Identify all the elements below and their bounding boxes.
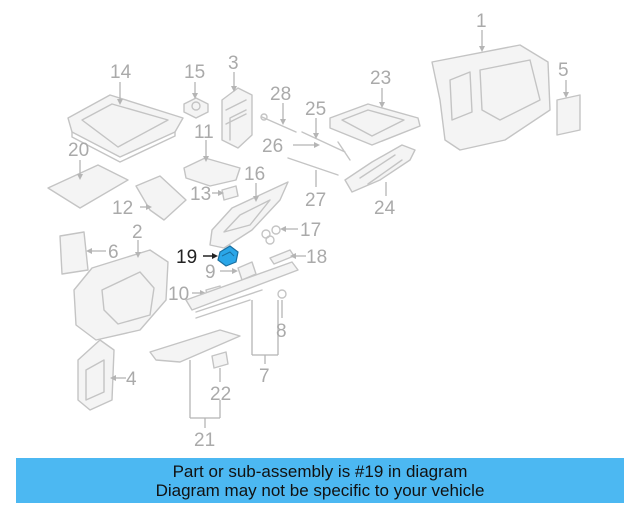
part-23-tool-tray[interactable] xyxy=(329,103,421,146)
part-11-bracket[interactable] xyxy=(183,157,241,187)
part-25-wrench[interactable] xyxy=(301,131,351,161)
callout-27: 27 xyxy=(305,190,326,211)
callout-7: 7 xyxy=(259,366,270,387)
part-4-storage-bin[interactable] xyxy=(77,339,115,411)
part-12-panel[interactable] xyxy=(135,175,187,221)
part-8-pin[interactable] xyxy=(277,289,287,299)
callout-1: 1 xyxy=(476,11,487,32)
part-16-trim-panel[interactable] xyxy=(209,181,289,249)
callout-5: 5 xyxy=(558,60,569,81)
callout-17: 17 xyxy=(300,220,321,241)
part-2-left-quarter-panel[interactable] xyxy=(73,249,169,341)
callout-10: 10 xyxy=(168,284,189,305)
callout-19: 19 xyxy=(176,247,197,268)
callout-25: 25 xyxy=(305,99,326,120)
part-3-support[interactable] xyxy=(221,87,253,149)
callout-28: 28 xyxy=(270,84,291,105)
callout-23: 23 xyxy=(370,68,391,89)
callout-15: 15 xyxy=(184,62,205,83)
part-20-mat[interactable] xyxy=(47,164,129,209)
part-5-cover[interactable] xyxy=(556,94,581,136)
part-17-fasteners[interactable] xyxy=(261,225,281,245)
callout-12: 12 xyxy=(112,198,133,219)
part-6-cover[interactable] xyxy=(59,231,89,275)
callout-14: 14 xyxy=(110,62,132,83)
callout-26: 26 xyxy=(262,136,283,157)
part-13-clip[interactable] xyxy=(221,185,239,201)
part-21-lower-panel[interactable] xyxy=(149,329,241,363)
part-7-sill-plate[interactable] xyxy=(185,261,299,319)
part-15-bracket[interactable] xyxy=(183,97,209,119)
part-19-highlighted[interactable] xyxy=(217,245,239,267)
callout-16: 16 xyxy=(244,164,265,185)
callout-18: 18 xyxy=(306,247,327,268)
part-24-jack[interactable] xyxy=(344,144,416,193)
info-banner: Part or sub-assembly is #19 in diagram D… xyxy=(16,458,624,503)
callout-13: 13 xyxy=(190,184,211,205)
callout-24: 24 xyxy=(374,198,396,219)
callout-4: 4 xyxy=(126,369,137,390)
part-28-rod[interactable] xyxy=(260,113,297,133)
part-22-clip[interactable] xyxy=(211,351,229,369)
callout-6: 6 xyxy=(108,242,119,263)
callout-9: 9 xyxy=(205,262,216,283)
callout-2: 2 xyxy=(132,222,143,243)
callout-3: 3 xyxy=(228,53,239,74)
part-27-handle[interactable] xyxy=(287,157,339,176)
callout-21: 21 xyxy=(194,430,215,451)
part-14-cargo-floor[interactable] xyxy=(67,94,184,163)
callout-22: 22 xyxy=(210,384,231,405)
callout-8: 8 xyxy=(276,321,287,342)
callout-11: 11 xyxy=(194,122,214,143)
part-1-quarter-panel[interactable] xyxy=(431,44,551,151)
banner-line-2: Diagram may not be specific to your vehi… xyxy=(155,480,485,500)
part-9-clip[interactable] xyxy=(237,261,257,281)
banner-line-1: Part or sub-assembly is #19 in diagram xyxy=(172,461,468,481)
callout-20: 20 xyxy=(68,140,89,161)
